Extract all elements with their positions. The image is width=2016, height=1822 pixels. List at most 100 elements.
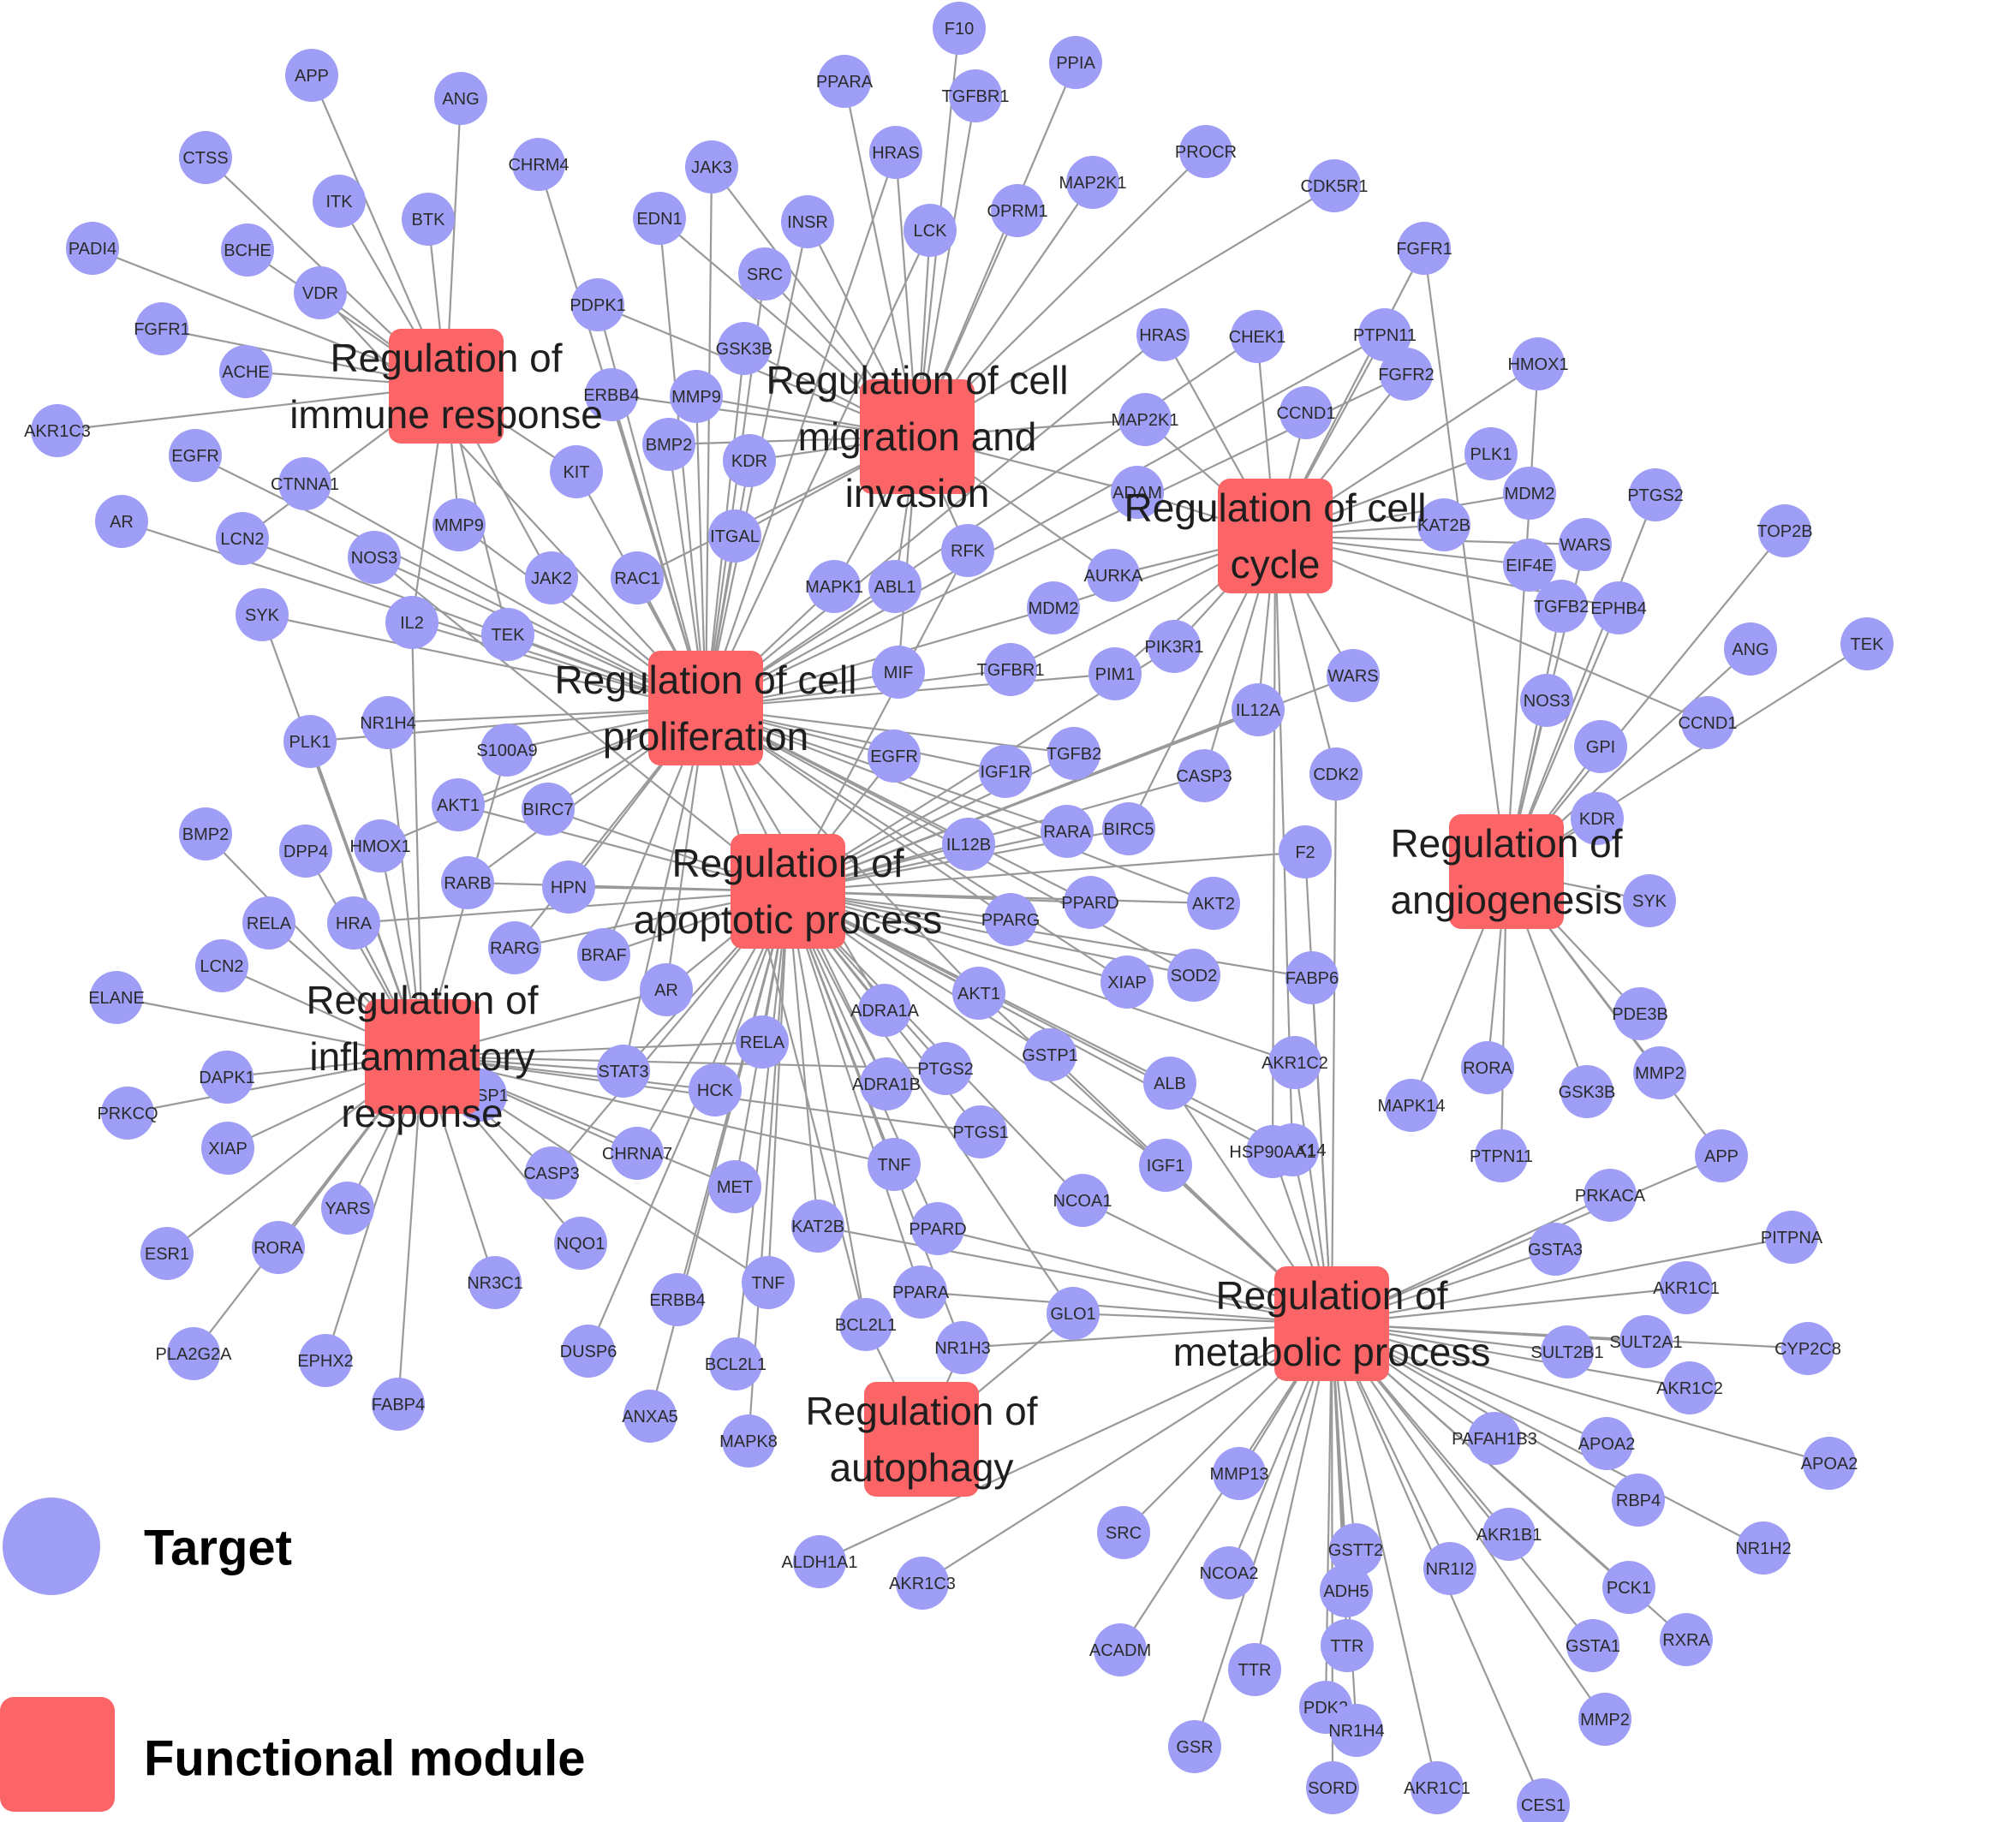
target-node[interactable]: PTPN11 <box>1353 308 1417 361</box>
target-node[interactable]: MIF <box>872 646 925 699</box>
target-node[interactable]: CTSS <box>179 131 232 184</box>
target-node[interactable]: MMP9 <box>670 370 723 423</box>
target-node[interactable]: IGF1R <box>979 745 1032 798</box>
target-node[interactable]: MDM2 <box>1503 467 1556 520</box>
target-node[interactable]: HCK <box>689 1063 742 1116</box>
target-node[interactable]: PPIA <box>1049 36 1102 89</box>
target-node[interactable]: GSTT2 <box>1328 1523 1383 1576</box>
target-node[interactable]: RFK <box>941 524 994 577</box>
target-node[interactable]: IL2 <box>385 596 438 649</box>
target-node[interactable]: RORA <box>1461 1041 1514 1094</box>
target-node[interactable]: AKT1 <box>432 778 485 831</box>
target-node[interactable]: XIAP <box>1100 956 1154 1009</box>
target-node[interactable]: LCN2 <box>216 512 269 565</box>
target-node[interactable]: SYK <box>1623 874 1676 927</box>
target-node[interactable]: AKR1C1 <box>1653 1261 1720 1314</box>
target-node[interactable]: RELA <box>736 1015 789 1069</box>
target-node[interactable]: BCL2L1 <box>705 1337 766 1390</box>
target-node[interactable]: ADRA1B <box>852 1057 921 1110</box>
target-node[interactable]: PADI4 <box>66 222 119 275</box>
target-node[interactable]: CTNNA1 <box>271 457 339 510</box>
target-node[interactable]: ANG <box>434 72 487 125</box>
target-node[interactable]: AKR1C3 <box>889 1557 956 1610</box>
target-node[interactable]: NCOA2 <box>1200 1546 1259 1599</box>
target-node[interactable]: MAPK1 <box>805 560 863 613</box>
target-node[interactable]: APOA2 <box>1578 1417 1636 1470</box>
target-node[interactable]: LCN2 <box>195 939 248 992</box>
target-node[interactable]: PROCR <box>1175 125 1237 178</box>
target-node[interactable]: INSR <box>781 195 834 248</box>
target-node[interactable]: TEK <box>1840 617 1894 670</box>
target-node[interactable]: OPRM1 <box>987 184 1048 237</box>
target-node[interactable]: SULT2B1 <box>1530 1325 1604 1378</box>
target-node[interactable]: RARG <box>488 921 541 974</box>
target-node[interactable]: WARS <box>1327 649 1380 702</box>
target-node[interactable]: CHRM4 <box>508 138 570 191</box>
target-node[interactable]: AKR1C3 <box>24 404 91 457</box>
target-node[interactable]: KAT2B <box>791 1200 844 1253</box>
target-node[interactable]: GSTA1 <box>1566 1619 1620 1672</box>
target-node[interactable]: SORD <box>1306 1761 1359 1814</box>
target-node[interactable]: TGFB2 <box>1047 727 1101 780</box>
target-node[interactable]: MAPK14 <box>1378 1079 1446 1132</box>
target-node[interactable]: PDPK1 <box>570 278 626 331</box>
target-node[interactable]: TNF <box>742 1256 795 1309</box>
target-node[interactable]: EDN1 <box>633 192 686 245</box>
target-node[interactable]: CASP3 <box>1176 749 1232 802</box>
target-node[interactable]: DUSP6 <box>560 1325 617 1378</box>
target-node[interactable]: GSK3B <box>716 322 773 375</box>
target-node[interactable]: PLA2G2A <box>156 1327 233 1380</box>
target-node[interactable]: BIRC5 <box>1102 802 1155 855</box>
target-node[interactable]: NR1I2 <box>1423 1542 1476 1595</box>
target-node[interactable]: ELANE <box>88 971 145 1024</box>
target-node[interactable]: RBP4 <box>1612 1474 1665 1527</box>
target-node[interactable]: PTGS2 <box>917 1042 974 1095</box>
target-node[interactable]: NQO1 <box>554 1217 607 1270</box>
target-node[interactable]: HSP90AA1 <box>1229 1125 1316 1178</box>
target-node[interactable]: ACADM <box>1089 1623 1151 1676</box>
target-node[interactable]: ITK <box>313 175 366 228</box>
target-node[interactable]: KIT <box>550 445 603 498</box>
target-node[interactable]: NR1H4 <box>1328 1704 1385 1757</box>
target-node[interactable]: CES1 <box>1517 1778 1570 1822</box>
target-node[interactable]: VDR <box>294 266 347 319</box>
target-node[interactable]: NOS3 <box>1520 674 1573 727</box>
target-node[interactable]: NR3C1 <box>467 1256 523 1309</box>
target-node[interactable]: RELA <box>242 896 295 950</box>
target-node[interactable]: APP <box>1695 1129 1748 1182</box>
target-node[interactable]: WARS <box>1559 518 1612 571</box>
target-node[interactable]: AKR1C1 <box>1404 1761 1470 1814</box>
target-node[interactable]: EPHB4 <box>1590 581 1647 634</box>
target-node[interactable]: MMP2 <box>1578 1693 1631 1746</box>
target-node[interactable]: MMP2 <box>1633 1046 1686 1099</box>
target-node[interactable]: BCHE <box>221 223 274 277</box>
target-node[interactable]: RAC1 <box>611 551 664 604</box>
target-node[interactable]: TNF <box>868 1138 921 1191</box>
target-node[interactable]: AURKA <box>1084 549 1144 602</box>
target-node[interactable]: HMOX1 <box>1507 337 1569 390</box>
target-node[interactable]: ABL1 <box>868 560 922 613</box>
target-node[interactable]: MET <box>708 1160 761 1213</box>
target-node[interactable]: KAT2B <box>1417 498 1470 551</box>
target-node[interactable]: EPHX2 <box>297 1334 354 1387</box>
target-node[interactable]: CDK2 <box>1309 747 1363 801</box>
target-node[interactable]: CYP2C8 <box>1774 1322 1841 1375</box>
target-node[interactable]: HPN <box>542 860 595 914</box>
target-node[interactable]: HRAS <box>1136 308 1190 361</box>
target-node[interactable]: BMP2 <box>642 418 695 471</box>
target-node[interactable]: NR1H3 <box>934 1321 991 1374</box>
target-node[interactable]: ANXA5 <box>622 1390 678 1443</box>
target-node[interactable]: PIM1 <box>1089 647 1142 700</box>
target-node[interactable]: RARA <box>1041 805 1094 858</box>
target-node[interactable]: MMP13 <box>1210 1447 1269 1500</box>
target-node[interactable]: BIRC7 <box>522 783 575 836</box>
target-node[interactable]: PPARA <box>816 55 874 108</box>
target-node[interactable]: PLK1 <box>283 715 337 768</box>
target-node[interactable]: AR <box>640 963 693 1016</box>
